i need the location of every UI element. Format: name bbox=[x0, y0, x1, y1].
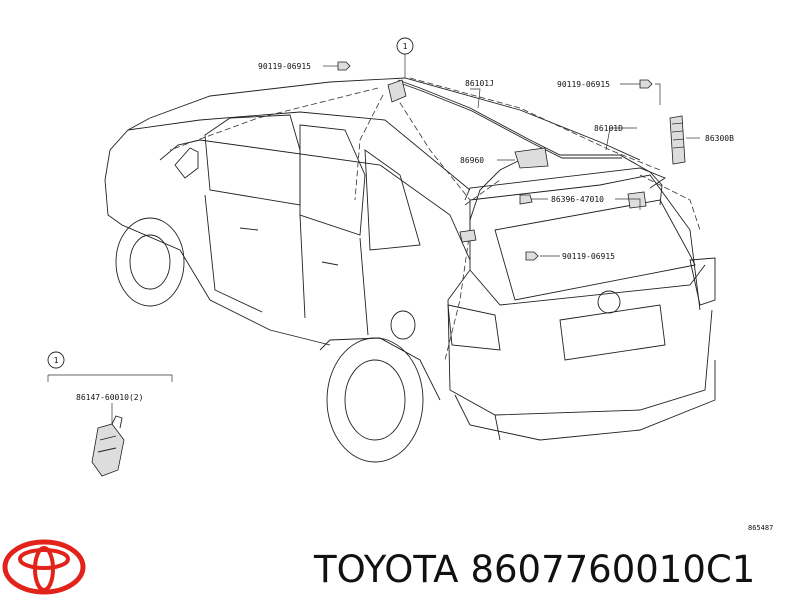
bolt-top-right-icon bbox=[639, 79, 653, 89]
clamp-icon bbox=[519, 194, 533, 205]
label-bolt-lower: 90119-06915 bbox=[562, 252, 615, 261]
brand-part-number: TOYOTA 8607760010C1 bbox=[314, 548, 794, 591]
brand-name: TOYOTA bbox=[314, 548, 459, 591]
antenna-cord bbox=[387, 79, 663, 243]
part-number: 8607760010C1 bbox=[470, 548, 756, 591]
label-bolt-top-left: 90119-06915 bbox=[258, 62, 311, 71]
callout-circle-top: 1 bbox=[396, 37, 414, 55]
toyota-logo-icon bbox=[2, 539, 86, 595]
label-86300B: 86300B bbox=[705, 134, 734, 143]
callout-circle-left: 1 bbox=[47, 351, 65, 369]
label-86101J: 86101J bbox=[465, 79, 494, 88]
label-86960: 86960 bbox=[460, 156, 484, 165]
part-86300B-shape bbox=[669, 115, 686, 165]
bolt-lower-icon bbox=[525, 251, 539, 261]
label-86396: 86396-47010 bbox=[551, 195, 604, 204]
callout-number-left: 1 bbox=[54, 356, 59, 365]
leader-lines bbox=[47, 54, 700, 425]
label-sub-part: 86147-60010(2) bbox=[76, 393, 143, 402]
bolt-top-left-icon bbox=[337, 61, 351, 71]
label-86101D: 86101D bbox=[594, 124, 623, 133]
vehicle-outline bbox=[104, 77, 716, 463]
label-bolt-top-right: 90119-06915 bbox=[557, 80, 610, 89]
wiring-routes bbox=[169, 77, 701, 361]
sub-part-sensor-icon bbox=[91, 415, 125, 477]
diagram-code: 865487 bbox=[748, 524, 773, 532]
callout-number-top: 1 bbox=[403, 42, 408, 51]
